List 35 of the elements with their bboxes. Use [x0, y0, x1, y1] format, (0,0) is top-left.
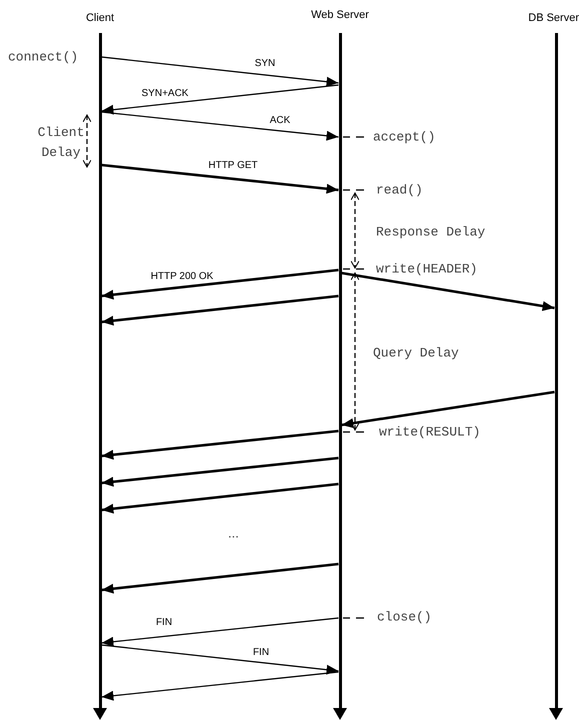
edge-label: HTTP 200 OK: [150, 272, 214, 282]
participant-label: Web Server: [311, 7, 369, 24]
function-call-label: close(): [377, 608, 432, 626]
delay-label: Response Delay: [376, 223, 486, 242]
message-arrow: [101, 430, 339, 460]
delay-label: Query Delay: [373, 344, 459, 362]
edge-label: SYN+ACK: [140, 89, 190, 99]
edge-label: FIN: [154, 618, 174, 628]
message-arrow: [101, 164, 339, 194]
message-arrow: [101, 56, 339, 87]
edge-label: HTTP GET: [207, 161, 259, 171]
edge-label: SYN: [254, 59, 276, 69]
function-call-label: read(): [376, 181, 423, 200]
message-arrow: [101, 268, 339, 300]
message-arrow: [341, 390, 555, 428]
message-arrow: [101, 456, 339, 487]
message-arrow: [101, 294, 339, 326]
function-call-label: connect(): [8, 48, 78, 66]
function-call-label: accept(): [373, 128, 436, 146]
message-arrow: [101, 644, 339, 675]
message-arrow: [101, 562, 339, 594]
message-arrow: [341, 272, 555, 311]
message-arrow: [101, 111, 339, 141]
function-call-label: write(RESULT): [379, 423, 480, 442]
delay-label: Client Delay: [36, 124, 86, 162]
edge-label: FIN: [252, 648, 270, 658]
edge-label: ACK: [268, 116, 292, 126]
ellipsis-label: ...: [228, 524, 239, 542]
participant-label: Client: [86, 10, 114, 26]
message-arrow: [101, 84, 339, 115]
function-call-label: write(HEADER): [376, 260, 478, 278]
message-arrow: [101, 617, 339, 647]
participant-label: DB Server: [528, 10, 579, 26]
message-arrow: [101, 482, 339, 514]
message-arrow: [101, 671, 339, 701]
